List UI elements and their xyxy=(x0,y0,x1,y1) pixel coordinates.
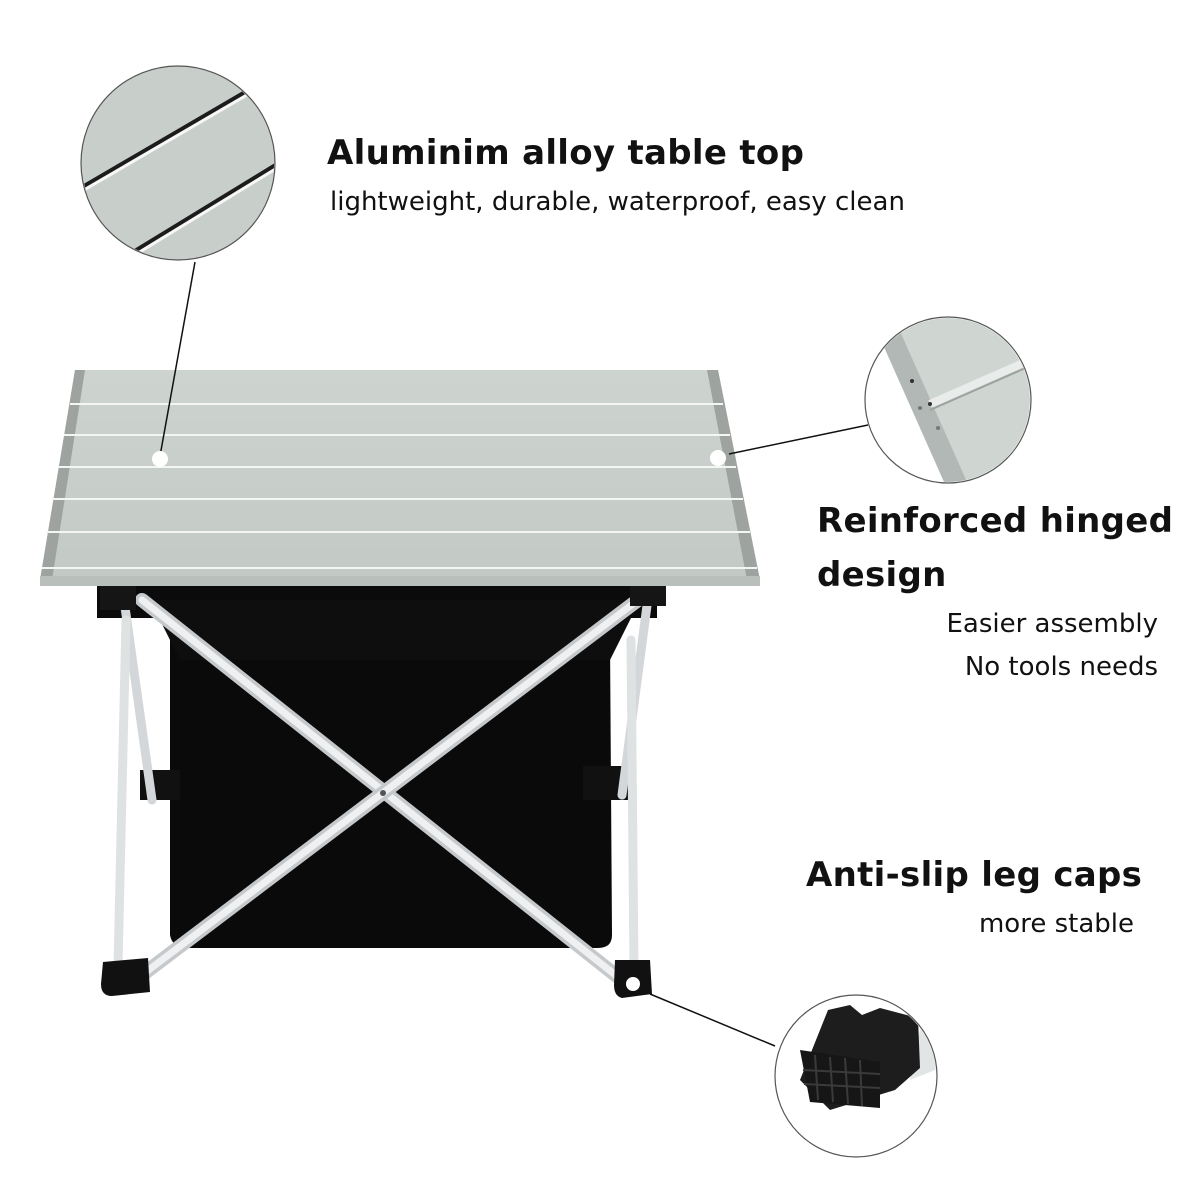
feature-subtitle-leg-caps: more stable xyxy=(978,909,1134,939)
feature-subtitle-table-top: lightweight, durable, waterproof, easy c… xyxy=(330,187,905,217)
x-frame xyxy=(135,593,645,992)
feature-title-table-top: Aluminim alloy table top xyxy=(327,133,805,173)
callout-leg-cap xyxy=(649,993,938,1158)
table-top xyxy=(40,370,760,586)
leg-feet xyxy=(101,958,652,998)
feature-title-hinge-line2: design xyxy=(817,555,947,595)
feature-title-leg-caps: Anti-slip leg caps xyxy=(806,855,1143,895)
feature-title-hinge-line1: Reinforced hinged xyxy=(817,501,1174,541)
callout-hinge xyxy=(710,316,1032,484)
side-legs xyxy=(113,593,653,975)
feature-subtitle-hinge-line1: Easier assembly xyxy=(946,609,1158,639)
feature-subtitle-hinge-line2: No tools needs xyxy=(964,652,1158,682)
callout-table-top xyxy=(80,65,276,467)
